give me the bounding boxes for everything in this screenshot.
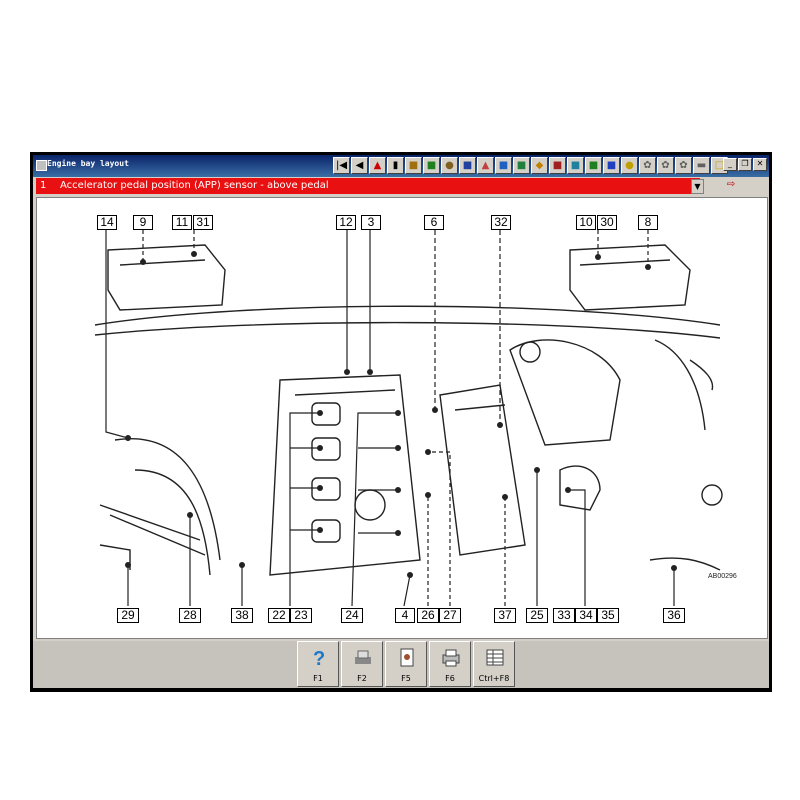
f6-printer-button[interactable]: F6	[429, 641, 471, 687]
close-icon[interactable]: ✕	[753, 158, 767, 171]
diagram-reference: AB00296	[708, 573, 737, 580]
callout-25[interactable]: 25	[526, 608, 548, 623]
callout-28[interactable]: 28	[179, 608, 201, 623]
callout-27[interactable]: 27	[439, 608, 461, 623]
tool-icon[interactable]: ■	[549, 157, 566, 174]
callout-12[interactable]: 12	[336, 215, 356, 230]
f2-print-button[interactable]: F2	[341, 641, 383, 687]
tool-icon[interactable]: ■	[423, 157, 440, 174]
component-name: Accelerator pedal position (APP) sensor …	[60, 180, 329, 191]
tool-icon[interactable]: ▲	[477, 157, 494, 174]
function-key-bar: ? F1 F2 F5 F6 Ctrl+F8	[33, 641, 769, 688]
engine-block	[269, 374, 421, 576]
engine-diagram-canvas	[36, 197, 768, 639]
tool-icon[interactable]: ■	[459, 157, 476, 174]
ctrl-f8-table-button[interactable]: Ctrl+F8	[473, 641, 515, 687]
f6-label: F6	[445, 674, 455, 683]
tool-icon[interactable]: ■	[513, 157, 530, 174]
help-icon: ?	[313, 648, 325, 669]
callout-30[interactable]: 30	[597, 215, 617, 230]
tool-icon[interactable]: ■	[567, 157, 584, 174]
document-icon	[400, 648, 414, 667]
title-bar: Engine bay layout |◀ ◀ ▲ ▮ ■ ■ ● ■ ▲ ■ ■…	[33, 155, 769, 177]
callout-33[interactable]: 33	[553, 608, 575, 623]
callout-37[interactable]: 37	[494, 608, 516, 623]
table-icon	[486, 649, 504, 666]
tool-icon[interactable]: ✿	[675, 157, 692, 174]
callout-32[interactable]: 32	[491, 215, 511, 230]
callout-31[interactable]: 31	[193, 215, 213, 230]
tool-icon[interactable]: ✿	[657, 157, 674, 174]
callout-6[interactable]: 6	[424, 215, 444, 230]
exit-icon[interactable]: ⇨	[726, 179, 736, 190]
prev-icon[interactable]: ◀	[351, 157, 368, 174]
f1-help-button[interactable]: ? F1	[297, 641, 339, 687]
callout-11[interactable]: 11	[172, 215, 192, 230]
chevron-down-icon[interactable]: ▼	[691, 179, 704, 194]
tool-icon[interactable]: ●	[441, 157, 458, 174]
tool-icon[interactable]: ◆	[531, 157, 548, 174]
callout-35[interactable]: 35	[597, 608, 619, 623]
callout-10[interactable]: 10	[576, 215, 596, 230]
callout-23[interactable]: 23	[290, 608, 312, 623]
callout-4[interactable]: 4	[395, 608, 415, 623]
application-window: Engine bay layout |◀ ◀ ▲ ▮ ■ ■ ● ■ ▲ ■ ■…	[33, 155, 769, 688]
tool-icon[interactable]: ●	[621, 157, 638, 174]
window-title: Engine bay layout	[47, 159, 129, 168]
callout-36[interactable]: 36	[663, 608, 685, 623]
coolant-reservoir	[509, 339, 621, 446]
callout-29[interactable]: 29	[117, 608, 139, 623]
restore-icon[interactable]: ❐	[738, 158, 752, 171]
f5-document-button[interactable]: F5	[385, 641, 427, 687]
ctrl-f8-label: Ctrl+F8	[478, 674, 510, 683]
first-icon[interactable]: |◀	[333, 157, 350, 174]
tool-icon[interactable]: ■	[603, 157, 620, 174]
book-icon[interactable]: ▮	[387, 157, 404, 174]
toolbar: |◀ ◀ ▲ ▮ ■ ■ ● ■ ▲ ■ ■ ◆ ■ ■ ■ ■ ● ✿ ✿ ✿…	[333, 157, 728, 175]
f2-label: F2	[357, 674, 367, 683]
callout-26[interactable]: 26	[417, 608, 439, 623]
callout-38[interactable]: 38	[231, 608, 253, 623]
callout-14[interactable]: 14	[97, 215, 117, 230]
component-selector[interactable]: 1 Accelerator pedal position (APP) senso…	[36, 178, 704, 194]
print-icon	[355, 650, 371, 664]
callout-24[interactable]: 24	[341, 608, 363, 623]
fuse-box-left	[107, 244, 226, 311]
window-controls: _ ❐ ✕	[723, 158, 767, 171]
callout-22[interactable]: 22	[268, 608, 290, 623]
tool-icon[interactable]: ▬	[693, 157, 710, 174]
app-icon	[36, 160, 47, 171]
printer-icon	[442, 649, 460, 667]
callout-9[interactable]: 9	[133, 215, 153, 230]
warning-icon[interactable]: ▲	[369, 157, 386, 174]
callout-34[interactable]: 34	[575, 608, 597, 623]
tool-icon[interactable]: ✿	[639, 157, 656, 174]
fuse-box-right	[569, 244, 691, 311]
callout-8[interactable]: 8	[638, 215, 658, 230]
tool-icon[interactable]: ■	[405, 157, 422, 174]
f1-label: F1	[313, 674, 323, 683]
tool-icon[interactable]: ■	[585, 157, 602, 174]
f5-label: F5	[401, 674, 411, 683]
tool-icon[interactable]: ■	[495, 157, 512, 174]
svg-text:?: ?	[313, 648, 325, 669]
minimize-icon[interactable]: _	[723, 158, 737, 171]
component-number: 1	[40, 180, 47, 191]
callout-3[interactable]: 3	[361, 215, 381, 230]
